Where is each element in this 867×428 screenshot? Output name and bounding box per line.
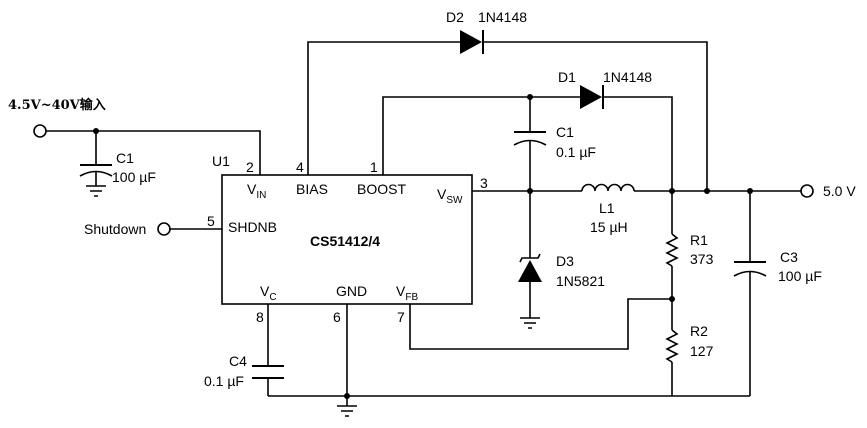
d2-anode-triangle [460,30,482,54]
d2-ref: D2 [446,9,464,25]
d3-value: 1N5821 [556,273,605,289]
d3-ref: D3 [556,253,574,269]
pin-gnd-label: GND [336,283,367,299]
input-wire [46,130,261,175]
c3-ref: C3 [780,249,798,265]
c1-in-value: 100 µF [112,169,156,185]
c4-value: 0.1 µF [204,373,244,389]
r2-value: 127 [690,343,714,359]
d2-wire-left [307,41,460,175]
l1-ref: L1 [599,200,615,216]
pin-number-vsw: 3 [480,175,488,191]
d1-ref: D1 [558,69,576,85]
pin-number-vfb: 7 [397,309,405,325]
c4-ref: C4 [229,353,247,369]
c3-plate-bottom [733,270,767,277]
pin-number-bias: 4 [296,159,304,175]
d3-cathode-bar [519,253,541,263]
pin-number-vin: 2 [246,159,254,175]
pin-vc-label: VC [260,283,277,303]
d2-wire-right [483,41,708,191]
r2-ref: R2 [690,323,708,339]
boost-wire [382,96,580,175]
ic-name: CS51412/4 [310,233,380,249]
d1-anode-triangle [580,85,602,109]
pin-bias-label: BIAS [296,181,328,197]
d1-wire-right [603,96,673,191]
output-terminal [800,184,814,198]
shutdown-terminal [157,222,171,236]
r1-ref: R1 [690,232,708,248]
input-label: 4.5V~40V输入 [8,97,106,113]
pin-vfb-label: VFB [396,283,418,303]
output-junction-d2 [704,188,710,194]
d3-triangle [518,260,542,282]
pin-shdnb-label: SHDNB [228,219,277,235]
c1-boost-ref: C1 [556,124,574,140]
d1-value: 1N4148 [603,69,652,85]
shutdown-label: Shutdown [84,221,146,237]
vfb-wire [409,298,672,350]
output-label: 5.0 V [823,183,856,199]
input-terminal [33,124,47,138]
l1-value: 15 µH [590,219,628,235]
c1-in-ref: C1 [116,150,134,166]
ground-junction-dot [344,393,350,399]
c1-boost-value: 0.1 µF [556,144,596,160]
pin-vsw-label: VSW [437,186,463,206]
r2-resistor [665,329,679,363]
ic-ref: U1 [212,153,230,169]
d3-ground-icon [520,317,540,329]
pin-number-shdnb: 5 [207,213,215,229]
r1-resistor [665,233,679,267]
c1-in-ground-icon [86,185,106,197]
main-ground-icon [337,405,357,417]
c1-boost-plate-bottom [513,139,547,146]
pin-number-vc: 8 [256,309,264,325]
pin-vin-label: VIN [247,181,266,201]
pin-number-boost: 1 [370,159,378,175]
pin-number-gnd: 6 [333,309,341,325]
c1-in-plate-bottom [79,170,113,177]
c3-value: 100 µF [778,268,822,284]
d2-value: 1N4148 [478,9,527,25]
l1-inductor-coil [581,183,635,192]
pin-boost-label: BOOST [357,181,406,197]
r1-value: 373 [690,251,714,267]
